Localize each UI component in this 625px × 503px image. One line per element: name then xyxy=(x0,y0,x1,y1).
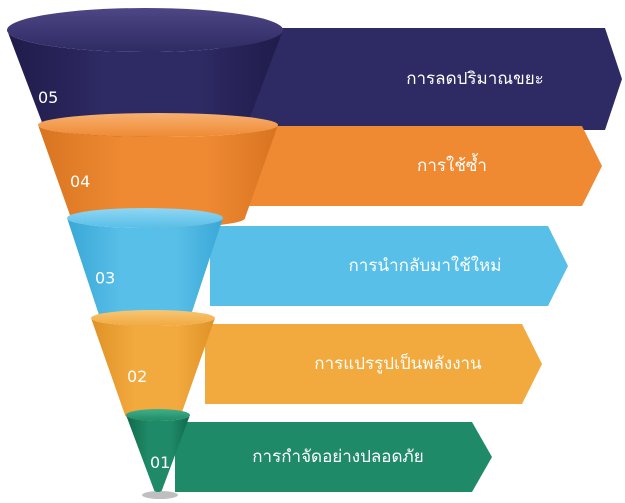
funnel-layer xyxy=(7,8,283,492)
funnel-rim-03 xyxy=(67,208,223,228)
level-number-01: 01 xyxy=(150,453,170,472)
funnel-band-05 xyxy=(7,30,283,137)
level-number-03: 03 xyxy=(95,269,115,288)
level-label-03: การนำกลับมาใช้ใหม่ xyxy=(349,255,502,276)
arrow-banner-04 xyxy=(240,126,602,206)
funnel-band-02 xyxy=(91,318,215,421)
arrows-layer xyxy=(175,28,622,492)
funnel-band-03 xyxy=(67,218,223,326)
level-label-02: การแปรรูปเป็นพลังงาน xyxy=(314,352,482,374)
labels-layer: 05 การลดปริมาณขยะ 04 การใช้ซ้ำ 03 การนำกลับมา… xyxy=(38,69,544,472)
level-label-05: การลดปริมาณขยะ xyxy=(406,69,544,89)
arrow-banner-02 xyxy=(205,324,542,404)
ground-shadow xyxy=(142,491,178,499)
level-number-04: 04 xyxy=(70,172,90,191)
funnel-shadow-layer xyxy=(142,491,178,499)
level-label-04: การใช้ซ้ำ xyxy=(417,153,487,176)
level-label-01: การกำจัดอย่างปลอดภัย xyxy=(252,447,423,467)
funnel-rim-02 xyxy=(91,310,215,326)
level-number-05: 05 xyxy=(38,88,58,107)
level-number-02: 02 xyxy=(127,367,147,386)
funnel-rim-05 xyxy=(7,8,283,52)
arrow-banner-03 xyxy=(210,226,568,306)
arrow-banner-05 xyxy=(220,28,622,130)
funnel-rim-04 xyxy=(38,113,278,137)
funnel-rim-01 xyxy=(126,409,190,421)
funnel-band-04 xyxy=(38,125,278,228)
funnel-band-01 xyxy=(126,415,190,492)
arrow-banner-01 xyxy=(175,422,492,492)
